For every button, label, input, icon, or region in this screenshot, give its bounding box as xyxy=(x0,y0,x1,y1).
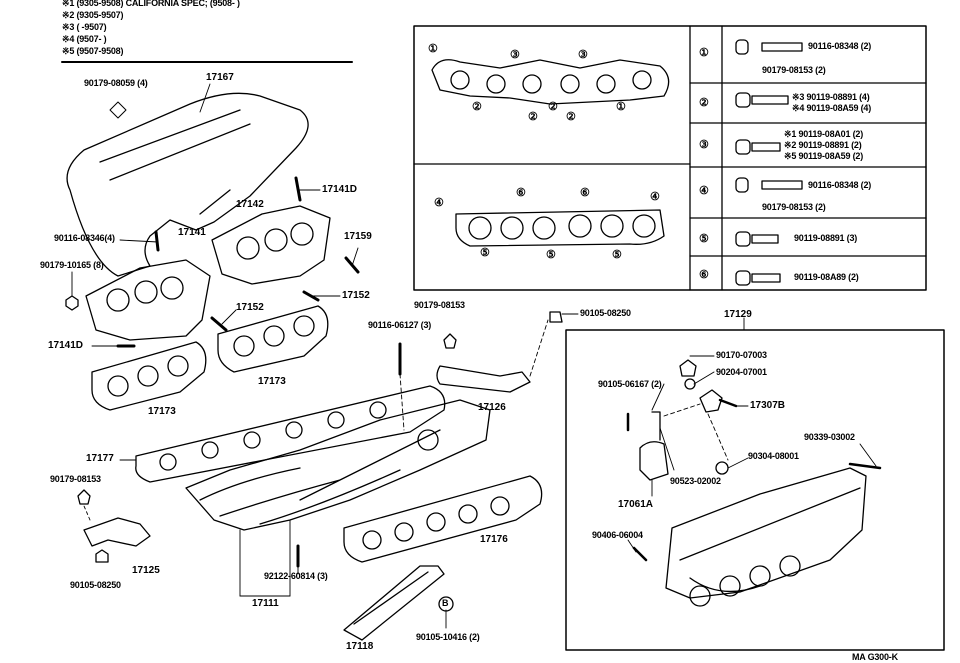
gasket-marker: ② xyxy=(472,101,482,113)
intake-chamber-17129 xyxy=(665,467,867,599)
note-5: ※5 (9507-9508) xyxy=(62,46,124,56)
legend-row1-part-a: 90116-08348 (2) xyxy=(808,41,872,51)
exhaust-gasket-17173-left xyxy=(91,341,207,411)
part-label: 90179-08153 xyxy=(50,474,101,484)
gasket-marker: ③ xyxy=(578,49,588,61)
gasket-marker: ② xyxy=(548,101,558,113)
note-4: ※4 (9507- ) xyxy=(62,34,107,44)
fastener-table-frame xyxy=(413,25,927,291)
intake-manifold-17111 xyxy=(185,399,491,531)
part-label: 90523-02002 xyxy=(670,476,721,486)
note-1: ※1 (9305-9508) CALIFORNIA SPEC; (9508- ) xyxy=(62,0,240,8)
part-label: 90339-03002 xyxy=(804,432,855,442)
part-label: 17111 xyxy=(252,598,279,609)
part-label: 90116-08346(4) xyxy=(54,233,115,243)
legend-row4-part-b: 90179-08153 (2) xyxy=(762,202,826,212)
part-label: 90105-06167 (2) xyxy=(598,379,662,389)
legend-row2-part-b: ※4 90119-08A59 (4) xyxy=(792,103,871,113)
exhaust-manifold-17141 xyxy=(85,259,211,341)
lower-gasket-outline xyxy=(455,209,665,247)
heat-insulator-17167 xyxy=(66,92,309,277)
part-label: 17177 xyxy=(86,453,114,464)
part-label: 17142 xyxy=(236,199,264,210)
legend-marker-3: ③ xyxy=(699,139,709,151)
part-label: 17173 xyxy=(258,376,286,387)
part-label: 17061A xyxy=(618,499,654,510)
callout-b-label: B xyxy=(442,598,449,608)
legend-marker-5: ⑤ xyxy=(699,233,709,245)
gasket-marker: ④ xyxy=(434,197,444,209)
part-label: 17152 xyxy=(236,302,264,313)
exhaust-manifold-17142 xyxy=(211,205,331,285)
gasket-marker: ⑤ xyxy=(612,249,622,261)
gasket-marker: ③ xyxy=(510,49,520,61)
part-label: 17129 xyxy=(724,309,752,320)
part-label: 90406-06004 xyxy=(592,530,643,540)
figure-code: MA G300-K xyxy=(852,652,898,662)
legend-marker-2: ② xyxy=(699,97,709,109)
gasket-marker: ④ xyxy=(650,191,660,203)
vsv-17061A xyxy=(639,441,669,481)
part-label: 90170-07003 xyxy=(716,350,767,360)
exhaust-gasket-17173-right xyxy=(217,305,329,373)
legend-row5-part: 90119-08891 (3) xyxy=(794,233,858,243)
legend-row3-part-b: ※2 90119-08891 (2) xyxy=(784,140,862,150)
part-label: 90116-06127 (3) xyxy=(368,320,432,330)
legend-marker-6: ⑥ xyxy=(699,269,709,281)
bracket-17125 xyxy=(83,517,151,547)
gasket-marker: ⑤ xyxy=(546,249,556,261)
gasket-marker: ② xyxy=(528,111,538,123)
intake-gasket-17177 xyxy=(135,385,446,483)
part-label: 17173 xyxy=(148,406,176,417)
part-label: 17125 xyxy=(132,565,160,576)
upper-gasket-outline xyxy=(431,59,670,105)
pipe-17126 xyxy=(436,365,531,393)
part-label: 17126 xyxy=(478,402,506,413)
gasket-marker: ② xyxy=(566,111,576,123)
part-label: 90304-08001 xyxy=(748,451,799,461)
legend-marker-1: ① xyxy=(699,47,709,59)
part-label: 17159 xyxy=(344,231,372,242)
legend-row4-part-a: 90116-08348 (2) xyxy=(808,180,872,190)
note-3: ※3 ( -9507) xyxy=(62,22,107,32)
part-label: 90179-10165 (8) xyxy=(40,260,104,270)
legend-bolt-icons xyxy=(735,39,803,286)
part-label: 90179-08153 xyxy=(414,300,465,310)
part-label: 90204-07001 xyxy=(716,367,767,377)
legend-row6-part: 90119-08A89 (2) xyxy=(794,272,859,282)
legend-row3-part-a: ※1 90119-08A01 (2) xyxy=(784,129,863,139)
part-label: 90105-08250 xyxy=(70,580,121,590)
part-label: 90105-10416 (2) xyxy=(416,632,480,642)
intake-chamber-frame xyxy=(565,329,945,651)
part-label: 90179-08059 (4) xyxy=(84,78,148,88)
gasket-marker: ① xyxy=(616,101,626,113)
legend-row1-part-b: 90179-08153 (2) xyxy=(762,65,826,75)
gasket-marker: ⑥ xyxy=(516,187,526,199)
part-label: 17141 xyxy=(178,227,206,238)
stay-17118 xyxy=(343,565,445,641)
gasket-marker: ⑤ xyxy=(480,247,490,259)
intake-gasket-17176 xyxy=(343,475,543,563)
gasket-marker: ⑥ xyxy=(580,187,590,199)
legend-row2-part-a: ※3 90119-08891 (4) xyxy=(792,92,870,102)
gasket-marker: ① xyxy=(428,43,438,55)
part-label: 17118 xyxy=(346,641,374,652)
part-label: 17141D xyxy=(322,184,358,195)
part-label: 17307B xyxy=(750,400,786,411)
legend-marker-4: ④ xyxy=(699,185,709,197)
part-label: 17141D xyxy=(48,340,84,351)
part-label: 17176 xyxy=(480,534,508,545)
legend-row3-part-c: ※5 90119-08A59 (2) xyxy=(784,151,863,161)
part-label: 17152 xyxy=(342,290,370,301)
part-label: 17167 xyxy=(206,72,234,83)
part-label: 90105-08250 xyxy=(580,308,631,318)
part-label: 92122-60814 (3) xyxy=(264,571,328,581)
note-2: ※2 (9305-9507) xyxy=(62,10,124,20)
